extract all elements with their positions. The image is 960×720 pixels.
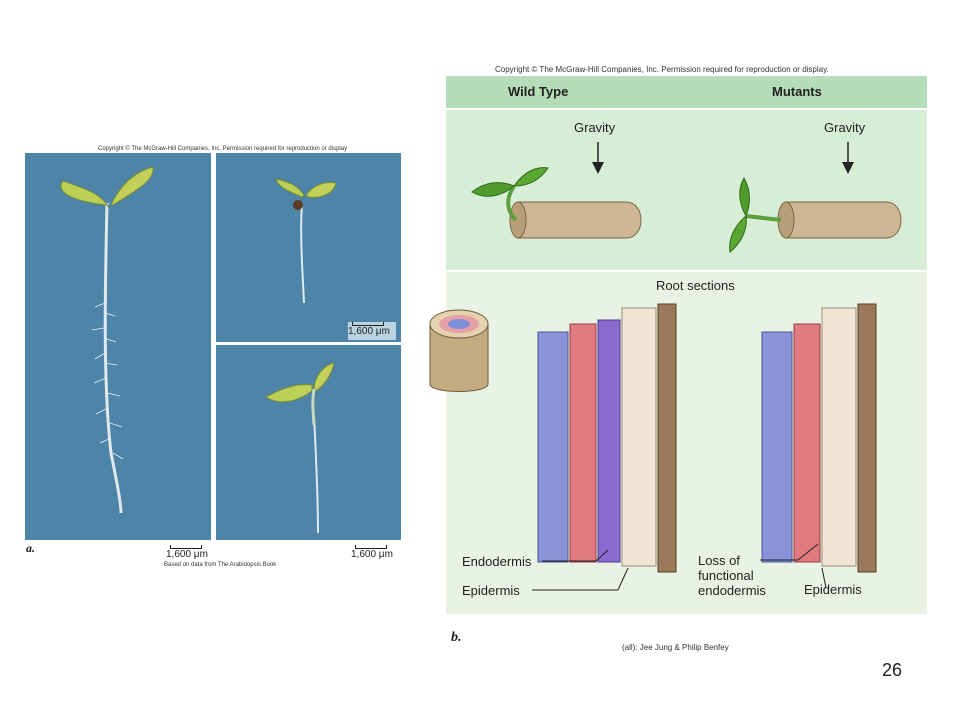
label-epidermis-wild: Epidermis xyxy=(462,583,520,598)
page-number: 26 xyxy=(881,660,902,680)
label-functional: functional xyxy=(698,568,754,583)
scale-bar-bottom-left: 1,600 μm xyxy=(166,545,216,563)
seedling-photo-mutant-2 xyxy=(216,345,401,540)
scale-label: 1,600 μm xyxy=(348,326,390,337)
scale-label: 1,600 μm xyxy=(166,549,208,560)
panel-a-copyright: Copyright © The McGraw-Hill Companies, I… xyxy=(98,146,348,152)
root-sections-title: Root sections xyxy=(656,278,735,293)
panel-b-credit: (all): Jee Jung & Philip Benfey xyxy=(622,643,729,652)
label-loss-of: Loss of xyxy=(698,553,740,568)
seedling-photo-mutant-1 xyxy=(216,153,401,342)
gravity-label-wild: Gravity xyxy=(574,120,616,135)
gravity-illustration xyxy=(471,142,902,253)
seedling-photo-wild-type xyxy=(25,153,211,540)
scale-bar-bottom-right: 1,600 μm xyxy=(351,545,401,563)
gravity-label-mutant: Gravity xyxy=(824,120,866,135)
label-endodermis: Endodermis xyxy=(462,554,532,569)
header-mutants: Mutants xyxy=(772,84,822,99)
header-wild-type: Wild Type xyxy=(508,84,569,99)
panel-a-letter: a. xyxy=(26,541,35,555)
panel-b-diagram: Wild Type Mutants Gravity Gravity Root s… xyxy=(446,76,927,614)
root-cross-section-icon xyxy=(429,309,489,392)
panel-b-copyright: Copyright © The McGraw-Hill Companies, I… xyxy=(495,65,829,74)
panel-a-credit: Based on data from The Arabidopsis Book xyxy=(164,562,277,568)
scale-label: 1,600 μm xyxy=(351,549,393,560)
label-endodermis-mutant: endodermis xyxy=(698,583,766,598)
panel-b-letter: b. xyxy=(451,630,462,645)
header-row: Wild Type Mutants xyxy=(446,76,927,108)
root-section-illustration xyxy=(532,303,877,591)
scale-bar-top-right: 1,600 μm xyxy=(348,322,396,340)
label-epidermis-mutant: Epidermis xyxy=(804,582,862,597)
root-sections-area: Root sections Endodermis Epidermis Loss … xyxy=(446,272,927,614)
gravity-section: Gravity Gravity xyxy=(446,110,927,270)
